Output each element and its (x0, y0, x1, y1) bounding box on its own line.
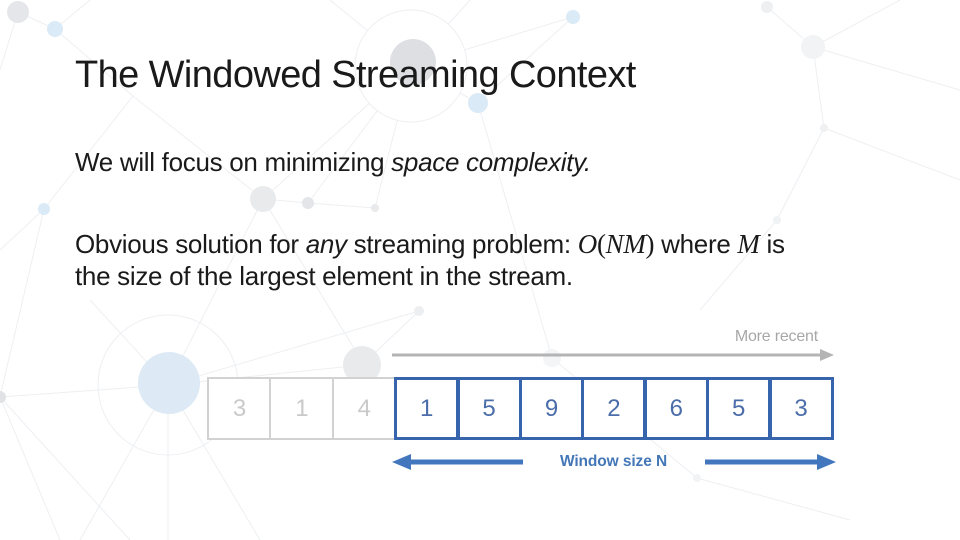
stream-cell-window: 6 (643, 377, 709, 440)
math-M: M (737, 229, 760, 259)
stream-cell-window: 5 (706, 377, 772, 440)
stream-cell-window: 1 (394, 377, 460, 440)
more-recent-arrow-icon (392, 349, 834, 361)
stream-cell-outside: 4 (331, 377, 397, 440)
stream-cell-window: 2 (581, 377, 647, 440)
window-right-arrow-icon (705, 454, 836, 470)
stream-cell-window: 5 (456, 377, 522, 440)
math-NM: NM (605, 229, 646, 259)
paragraph-solution-line2: the size of the largest element in the s… (75, 261, 573, 291)
text-run: where (654, 229, 738, 259)
stream-cell-window: 9 (519, 377, 584, 440)
text-run: Obvious solution for (75, 229, 306, 259)
page-title: The Windowed Streaming Context (75, 54, 636, 96)
paragraph-focus: We will focus on minimizing space comple… (75, 147, 591, 177)
text-run: streaming problem: (346, 229, 578, 259)
text-run: is (759, 229, 785, 259)
stream-cell-outside: 3 (207, 377, 272, 440)
text-run-italic: any (305, 229, 347, 259)
stream-cells-row: 3 1 4 1 5 9 2 6 5 3 (207, 377, 834, 440)
paragraph-focus-emphasis: space complexity. (391, 147, 591, 177)
stream-cell-window: 3 (768, 377, 834, 440)
window-size-label-text: Window size (559, 453, 656, 470)
window-left-arrow-icon (392, 454, 523, 470)
stream-cell-outside: 1 (269, 377, 335, 440)
paragraph-solution-line1: Obvious solution for any streaming probl… (75, 228, 785, 260)
math-paren-open: ( (596, 229, 606, 259)
paragraph-solution: Obvious solution for any streaming probl… (75, 228, 785, 292)
math-paren-close: ) (645, 229, 655, 259)
window-size-label: Window size N (523, 452, 704, 472)
math-O: O (577, 229, 598, 259)
paragraph-focus-lead: We will focus on minimizing (75, 147, 392, 177)
more-recent-label: More recent (734, 328, 818, 345)
window-size-label-n: N (655, 453, 668, 470)
